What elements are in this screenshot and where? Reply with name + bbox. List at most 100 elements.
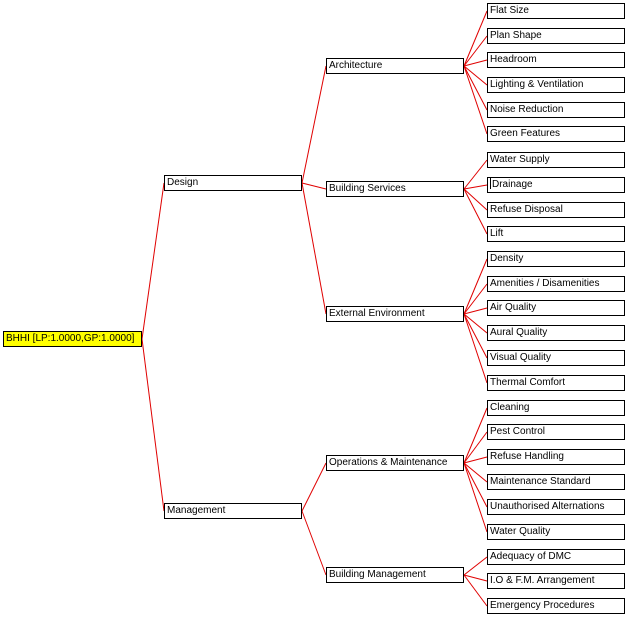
node-label: Flat Size bbox=[490, 5, 529, 16]
connector-node-design-to-node-external-environment bbox=[301, 182, 327, 315]
leaf-water-supply[interactable]: Water Supply bbox=[487, 152, 625, 168]
connector-node-architecture-to-leaf-plan-shape bbox=[463, 35, 488, 67]
leaf-flat-size[interactable]: Flat Size bbox=[487, 3, 625, 19]
leaf-emergency-procedures[interactable]: Emergency Procedures bbox=[487, 598, 625, 614]
connector-node-external-environment-to-leaf-density bbox=[463, 258, 488, 315]
leaf-refuse-disposal[interactable]: Refuse Disposal bbox=[487, 202, 625, 218]
connector-node-operations-maintenance-to-leaf-water-quality bbox=[463, 462, 488, 533]
leaf-pest-control[interactable]: Pest Control bbox=[487, 424, 625, 440]
node-label: Aural Quality bbox=[490, 327, 548, 338]
connector-root-node-to-node-design bbox=[141, 182, 165, 340]
node-label: Green Features bbox=[490, 128, 561, 139]
leaf-noise-reduction[interactable]: Noise Reduction bbox=[487, 102, 625, 118]
node-label: Refuse Disposal bbox=[490, 204, 563, 215]
leaf-drainage[interactable]: Drainage bbox=[487, 177, 625, 193]
leaf-green-features[interactable]: Green Features bbox=[487, 126, 625, 142]
node-label: External Environment bbox=[329, 308, 425, 319]
connector-node-architecture-to-leaf-noise-reduction bbox=[463, 65, 488, 111]
node-label: Operations & Maintenance bbox=[329, 457, 448, 468]
connector-node-operations-maintenance-to-leaf-unauthorised-alternations bbox=[463, 462, 488, 508]
node-label: Design bbox=[167, 177, 199, 188]
node-label: Cleaning bbox=[490, 402, 530, 413]
connector-node-design-to-node-architecture bbox=[301, 65, 327, 184]
leaf-plan-shape[interactable]: Plan Shape bbox=[487, 28, 625, 44]
node-label: Water Quality bbox=[490, 526, 551, 537]
leaf-maintenance-standard[interactable]: Maintenance Standard bbox=[487, 474, 625, 490]
connector-root-node-to-node-management bbox=[141, 338, 165, 512]
leaf-air-quality[interactable]: Air Quality bbox=[487, 300, 625, 316]
text-cursor bbox=[490, 178, 491, 189]
leaf-lift[interactable]: Lift bbox=[487, 226, 625, 242]
connector-node-building-services-to-leaf-water-supply bbox=[463, 159, 488, 190]
connector-node-management-to-node-operations-maintenance bbox=[301, 462, 327, 512]
node-label: Building Management bbox=[329, 569, 426, 580]
node-label: Maintenance Standard bbox=[490, 476, 591, 487]
connector-node-external-environment-to-leaf-thermal-comfort bbox=[463, 313, 488, 384]
connector-node-external-environment-to-leaf-amenities bbox=[463, 283, 488, 315]
node-building-services[interactable]: Building Services bbox=[326, 181, 464, 197]
connector-node-building-services-to-leaf-refuse-disposal bbox=[463, 188, 488, 211]
connector-node-architecture-to-leaf-flat-size bbox=[463, 10, 488, 67]
node-label: Air Quality bbox=[490, 302, 537, 313]
leaf-visual-quality[interactable]: Visual Quality bbox=[487, 350, 625, 366]
root-node[interactable]: BHHI [LP:1.0000,GP:1.0000] bbox=[3, 331, 142, 347]
node-label: Thermal Comfort bbox=[490, 377, 566, 388]
node-operations-maintenance[interactable]: Operations & Maintenance bbox=[326, 455, 464, 471]
connector-node-architecture-to-leaf-headroom bbox=[463, 59, 488, 67]
connector-node-management-to-node-building-management bbox=[301, 510, 327, 576]
leaf-cleaning[interactable]: Cleaning bbox=[487, 400, 625, 416]
connector-node-building-services-to-leaf-drainage bbox=[463, 184, 488, 190]
node-label: Refuse Handling bbox=[490, 451, 564, 462]
connector-node-building-management-to-leaf-emergency-procedures bbox=[463, 574, 488, 607]
connector-node-external-environment-to-leaf-air-quality bbox=[463, 307, 488, 315]
node-label: Pest Control bbox=[490, 426, 546, 437]
node-label: Headroom bbox=[490, 54, 537, 65]
node-label: Management bbox=[167, 505, 226, 516]
node-label: Drainage bbox=[492, 179, 533, 190]
connector-node-external-environment-to-leaf-aural-quality bbox=[463, 313, 488, 334]
leaf-thermal-comfort[interactable]: Thermal Comfort bbox=[487, 375, 625, 391]
leaf-refuse-handling[interactable]: Refuse Handling bbox=[487, 449, 625, 465]
node-label: Density bbox=[490, 253, 524, 264]
node-label: Visual Quality bbox=[490, 352, 551, 363]
node-label: Unauthorised Alternations bbox=[490, 501, 605, 512]
connector-node-operations-maintenance-to-leaf-cleaning bbox=[463, 407, 488, 464]
node-label: Adequacy of DMC bbox=[490, 551, 572, 562]
connector-node-operations-maintenance-to-leaf-maintenance-standard bbox=[463, 462, 488, 483]
leaf-density[interactable]: Density bbox=[487, 251, 625, 267]
node-label: Amenities / Disamenities bbox=[490, 278, 600, 289]
connector-node-operations-maintenance-to-leaf-refuse-handling bbox=[463, 456, 488, 464]
connector-node-architecture-to-leaf-lighting-ventilation bbox=[463, 65, 488, 86]
node-external-environment[interactable]: External Environment bbox=[326, 306, 464, 322]
node-label: Noise Reduction bbox=[490, 104, 564, 115]
leaf-io-fm-arrangement[interactable]: I.O & F.M. Arrangement bbox=[487, 573, 625, 589]
leaf-amenities[interactable]: Amenities / Disamenities bbox=[487, 276, 625, 292]
node-label: Plan Shape bbox=[490, 30, 542, 41]
leaf-water-quality[interactable]: Water Quality bbox=[487, 524, 625, 540]
connector-node-building-management-to-leaf-io-fm-arrangement bbox=[463, 574, 488, 582]
connector-node-operations-maintenance-to-leaf-pest-control bbox=[463, 431, 488, 464]
node-management[interactable]: Management bbox=[164, 503, 302, 519]
leaf-unauthorised-alternations[interactable]: Unauthorised Alternations bbox=[487, 499, 625, 515]
node-label: I.O & F.M. Arrangement bbox=[490, 575, 595, 586]
node-label: Building Services bbox=[329, 183, 406, 194]
node-design[interactable]: Design bbox=[164, 175, 302, 191]
leaf-lighting-ventilation[interactable]: Lighting & Ventilation bbox=[487, 77, 625, 93]
connector-node-building-services-to-leaf-lift bbox=[463, 188, 488, 235]
node-label: Water Supply bbox=[490, 154, 550, 165]
connector-node-design-to-node-building-services bbox=[301, 182, 327, 190]
root-label: BHHI [LP:1.0000,GP:1.0000] bbox=[6, 333, 135, 344]
node-label: Architecture bbox=[329, 60, 383, 71]
connector-node-external-environment-to-leaf-visual-quality bbox=[463, 313, 488, 359]
leaf-aural-quality[interactable]: Aural Quality bbox=[487, 325, 625, 341]
node-label: Lift bbox=[490, 228, 504, 239]
node-building-management[interactable]: Building Management bbox=[326, 567, 464, 583]
node-architecture[interactable]: Architecture bbox=[326, 58, 464, 74]
node-label: Emergency Procedures bbox=[490, 600, 595, 611]
leaf-headroom[interactable]: Headroom bbox=[487, 52, 625, 68]
node-label: Lighting & Ventilation bbox=[490, 79, 584, 90]
connector-node-building-management-to-leaf-adequacy-of-dmc bbox=[463, 556, 488, 576]
connector-node-architecture-to-leaf-green-features bbox=[463, 65, 488, 135]
leaf-adequacy-of-dmc[interactable]: Adequacy of DMC bbox=[487, 549, 625, 565]
